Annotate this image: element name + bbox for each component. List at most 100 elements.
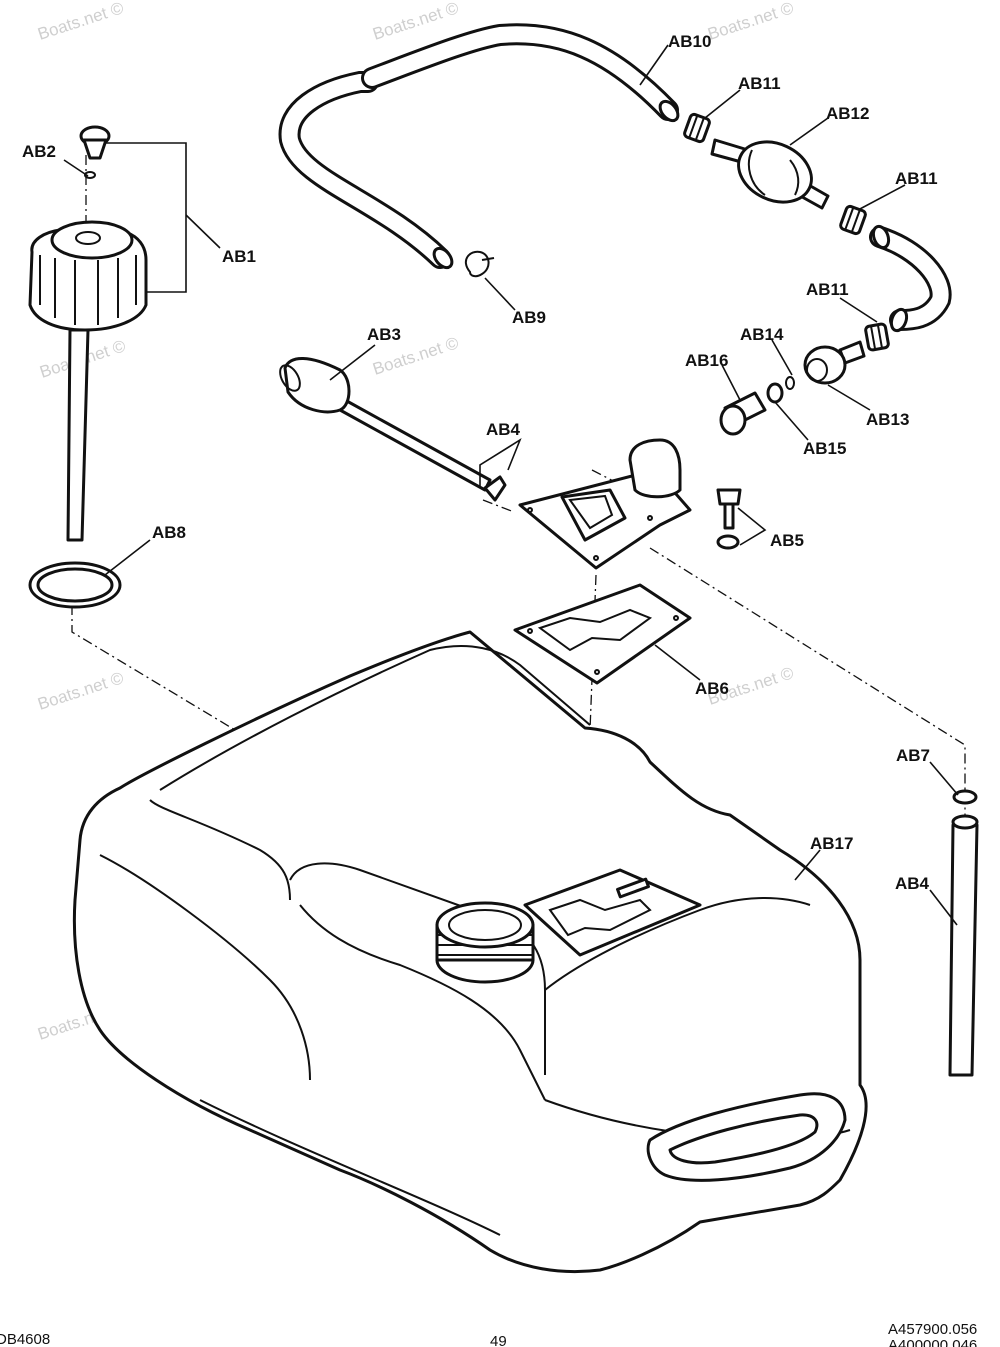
float-arm-rod [338, 398, 492, 492]
leader-ab7 [929, 761, 959, 796]
cap-knurl [39, 255, 137, 325]
plate-hole [593, 555, 599, 561]
leader-ab13 [827, 384, 871, 411]
page-number: 49 [490, 1333, 507, 1347]
dashline-gauge-to-neck [71, 605, 489, 883]
leader-ab4-upper [479, 438, 522, 488]
watermark: Boats.net © [370, 0, 461, 44]
label-ab9: AB9 [512, 308, 546, 327]
gauge-knob-ab2 [79, 125, 111, 179]
gasket-hole [594, 669, 600, 675]
tank-pad-slot [616, 877, 650, 899]
label-ab12: AB12 [826, 104, 869, 123]
leader-ab11-a [704, 89, 741, 119]
label-ab8: AB8 [152, 523, 186, 542]
primer-bulb-ab12 [710, 138, 830, 210]
plate-boss [560, 488, 627, 542]
callout-labels: AB2 AB1 AB8 AB3 AB4 AB10 AB11 AB12 AB11 … [22, 32, 938, 893]
hose-clamp-ab11 [683, 112, 711, 144]
pickup-tube-group [948, 789, 979, 1077]
bulb-rib [747, 149, 766, 196]
label-ab15: AB15 [803, 439, 846, 458]
leader-ab12 [789, 117, 829, 146]
leader-ab5 [737, 507, 767, 546]
plug-cap [628, 438, 682, 499]
float-arm-crank [483, 475, 507, 502]
gauge-tube [66, 328, 90, 542]
screw-shank [723, 500, 735, 530]
pickup-tube-top [951, 814, 979, 830]
label-ab17: AB17 [810, 834, 853, 853]
hose-clamp-ab11 [864, 322, 890, 352]
plate-boss-detail [568, 494, 614, 530]
cap-top-boss [50, 220, 134, 260]
tank-filler-neck-inner [448, 909, 522, 941]
fuel-cap-gauge-ab1 [28, 142, 187, 542]
footer-left-code: DB4608 [0, 1331, 50, 1347]
fuel-connector-ab13 [803, 340, 866, 385]
leader-ab1 [185, 214, 221, 249]
screw-head [716, 488, 742, 506]
tank-top-face [149, 799, 291, 901]
fitting-ab16 [719, 391, 767, 436]
washer [766, 382, 784, 404]
label-ab5: AB5 [770, 531, 804, 550]
fuel-tank-ab17 [72, 630, 868, 1274]
o-ring [785, 376, 795, 390]
plate-hole [527, 507, 533, 513]
leader-ab2 [63, 159, 89, 177]
knob-washer [84, 171, 96, 179]
label-ab7: AB7 [896, 746, 930, 765]
tank-handle-slot [668, 1113, 819, 1165]
label-ab1: AB1 [222, 247, 256, 266]
label-ab3: AB3 [367, 325, 401, 344]
hose-clamp-ab11-group [683, 112, 890, 352]
gasket-cutout [537, 608, 653, 652]
label-ab6: AB6 [695, 679, 729, 698]
leader-ab3 [329, 344, 376, 381]
fuel-hose-ab10 [278, 23, 952, 333]
leader-ab15 [774, 401, 809, 441]
leader-lines [63, 44, 959, 926]
fitting-hex [719, 404, 747, 436]
float-arm-ab3 [279, 357, 507, 502]
o-ring-ab7 [952, 789, 978, 805]
label-ab16: AB16 [685, 351, 728, 370]
footer: DB4608 49 A457900.056 A400000.046 [0, 1321, 977, 1347]
hose-end [432, 246, 454, 270]
watermark: Boats.net © [35, 668, 126, 714]
hose-right-inner [872, 229, 949, 328]
hose-end [889, 307, 909, 333]
gasket-ab6 [513, 583, 692, 685]
footer-right-code-2: A400000.046 [888, 1337, 977, 1347]
float-end [279, 364, 301, 392]
leader-ab4-lower [929, 889, 958, 926]
screw-washer [716, 534, 740, 550]
label-ab11-b: AB11 [895, 169, 938, 188]
tank-top-ridge-left [159, 644, 591, 791]
clamp-tab [481, 257, 495, 261]
tank-front-edge [299, 904, 546, 1101]
hose-inner [281, 74, 448, 266]
dashline-pickup-arm [482, 499, 515, 513]
gasket-ring-ab8 [28, 561, 122, 609]
leader-ab6 [654, 644, 701, 681]
hose-clamp-ab11 [839, 204, 867, 236]
bulb-rib [789, 159, 800, 196]
ab1-bracket [100, 142, 187, 293]
leader-ab8 [104, 539, 151, 576]
footer-right-code-1: A457900.056 [888, 1321, 977, 1338]
gasket-hole [673, 615, 679, 621]
leader-ab9 [484, 277, 516, 311]
clamp-ring [464, 250, 490, 278]
knob-stem [82, 138, 108, 160]
cap-gauge-window [75, 231, 101, 245]
pickup-tube [948, 823, 979, 1077]
label-ab10: AB10 [668, 32, 711, 51]
gasket-outer [513, 583, 692, 685]
connector-face [806, 358, 828, 382]
hose-clamp-ab9 [464, 250, 495, 278]
label-ab11-c: AB11 [806, 280, 849, 299]
sender-plate-ab4 [518, 438, 692, 570]
